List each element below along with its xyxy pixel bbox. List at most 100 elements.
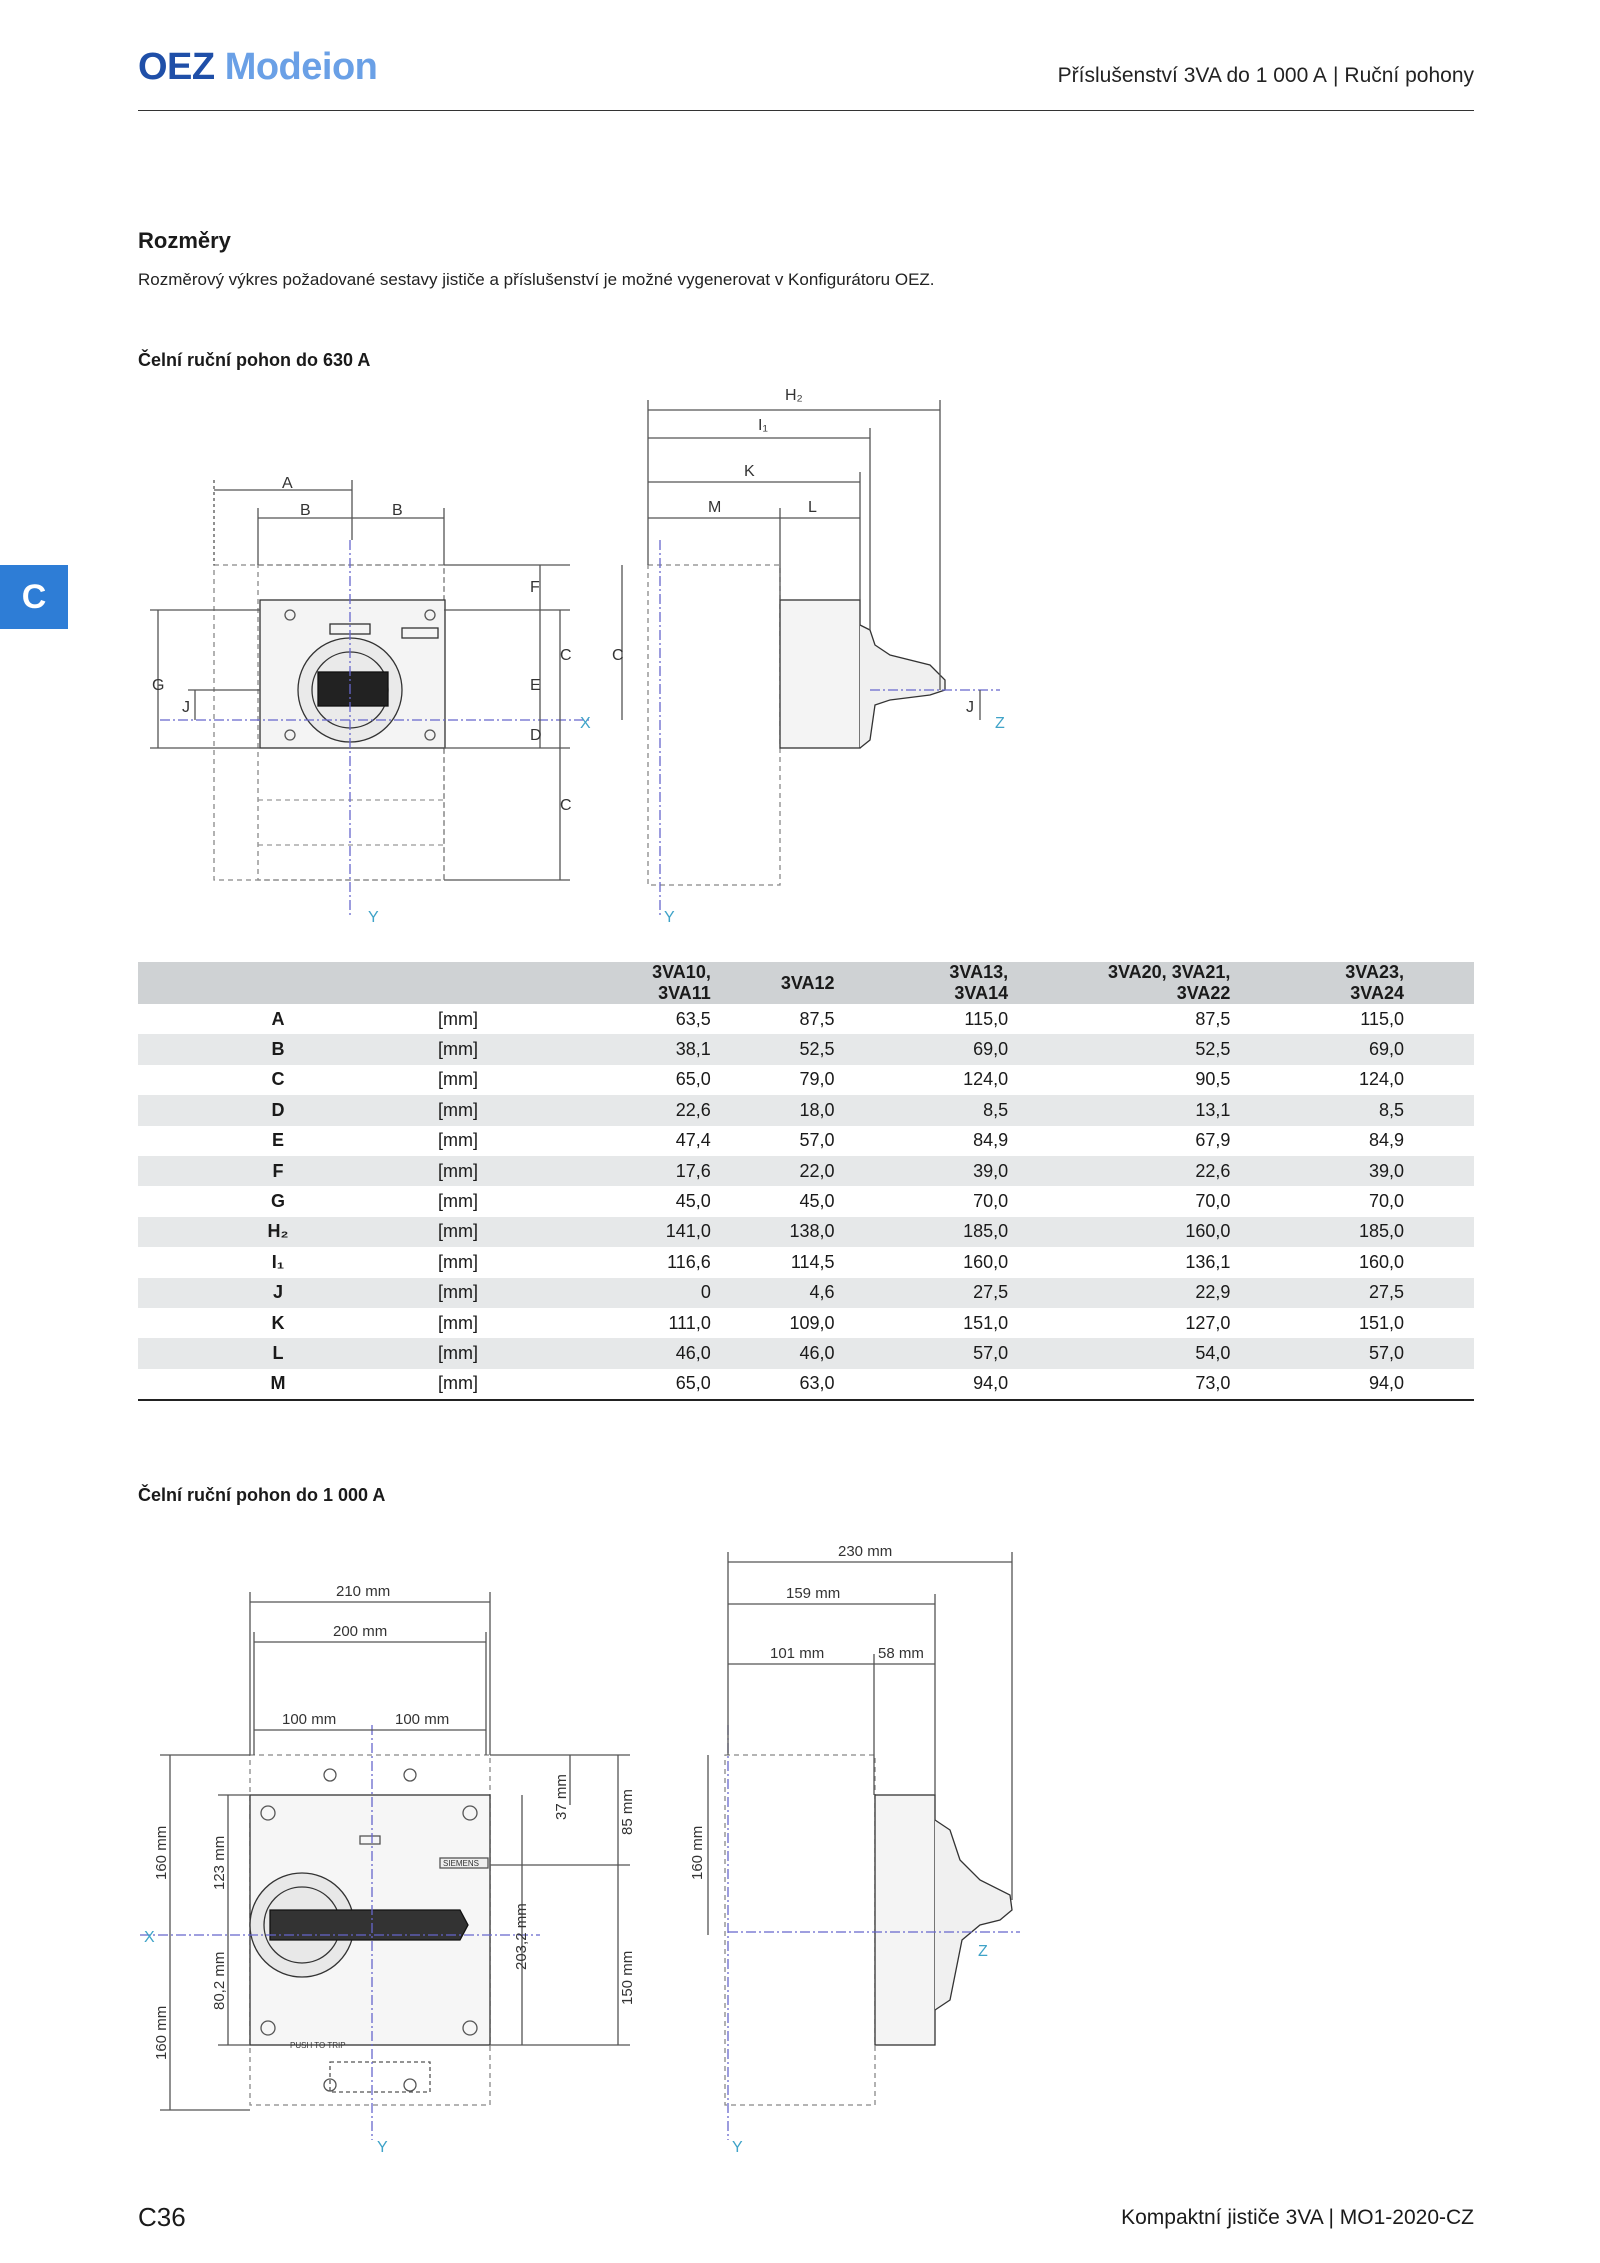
dim-80-2: 80,2 mm	[211, 1952, 228, 2010]
row-value: 160,0	[963, 1251, 1009, 1272]
row-key: K	[271, 1312, 285, 1333]
row-key: J	[138, 1277, 418, 1308]
row-value: 70,0	[973, 1191, 1009, 1212]
row-value: 185,0	[904, 1216, 1079, 1248]
row-value: 13,1	[1078, 1095, 1301, 1126]
row-value: 22,0	[780, 1155, 905, 1187]
row-value: 124,0	[1358, 1069, 1404, 1090]
page-number: C36	[138, 2202, 186, 2232]
row-value: 4,6	[780, 1277, 905, 1308]
dim-123: 123 mm	[211, 1836, 228, 1890]
axis-Y-side-2: Y	[732, 2139, 743, 2156]
row-value: 141,0	[608, 1216, 781, 1248]
header-sub: Ruční pohony	[1344, 64, 1474, 87]
dim-M: M	[708, 499, 721, 516]
row-value: 18,0	[780, 1095, 905, 1126]
row-value: 22,6	[1078, 1155, 1301, 1187]
row-value: 57,0	[799, 1130, 835, 1151]
row-value: 63,0	[780, 1368, 905, 1402]
row-value: 45,0	[675, 1191, 711, 1212]
dim-101: 101 mm	[770, 1645, 824, 1662]
row-value: 116,6	[667, 1251, 711, 1272]
dimensions-table: 3VA10, 3VA11 3VA12 3VA13, 3VA14 3VA20, 3…	[138, 962, 1474, 1402]
axis-Y-front-2: Y	[377, 2139, 388, 2156]
logo: OEZ Modeion	[138, 46, 378, 89]
row-value: 136,1	[1185, 1251, 1231, 1272]
dim-J: J	[182, 699, 190, 716]
row-unit: [mm]	[418, 1216, 608, 1248]
row-value: 87,5	[799, 1008, 835, 1029]
row-unit: [mm]	[418, 1277, 608, 1308]
row-value: 39,0	[904, 1155, 1079, 1187]
dim-D: D	[530, 727, 542, 744]
row-value: 114,5	[790, 1251, 835, 1272]
row-value: 84,9	[1368, 1130, 1404, 1151]
row-value: 57,0	[904, 1338, 1079, 1369]
dim-J-side: J	[966, 699, 974, 716]
axis-Z-2: Z	[978, 1943, 988, 1960]
row-key: G	[270, 1191, 285, 1212]
header-rule	[138, 110, 1474, 111]
row-value: 45,0	[799, 1191, 835, 1212]
row-value: 22,9	[1078, 1277, 1301, 1308]
axis-Y-side: Y	[664, 909, 675, 926]
dim-37: 37 mm	[553, 1774, 570, 1820]
row-unit: [mm]	[418, 1368, 608, 1402]
row-unit: [mm]	[438, 1130, 478, 1151]
row-value: 109,0	[789, 1312, 835, 1333]
row-unit: [mm]	[438, 1008, 478, 1029]
header-separator: |	[1332, 64, 1339, 87]
row-key: D	[138, 1095, 418, 1126]
row-value: 65,0	[675, 1069, 711, 1090]
row-value: 115,0	[1360, 1008, 1404, 1029]
row-value: 69,0	[904, 1034, 1079, 1065]
section-intro: Rozměrový výkres požadované sestavy jist…	[138, 270, 935, 289]
dim-K: K	[744, 463, 755, 480]
row-value: 63,5	[675, 1008, 711, 1029]
table-header-row: 3VA10, 3VA11 3VA12 3VA13, 3VA14 3VA20, 3…	[138, 962, 1474, 1004]
dim-C-upper: C	[560, 647, 572, 664]
dim-B-left: B	[300, 502, 311, 519]
row-value: 87,5	[1195, 1008, 1231, 1029]
row-key: B	[138, 1034, 418, 1065]
row-value: 151,0	[963, 1312, 1009, 1333]
dim-160-lower: 160 mm	[153, 2006, 170, 2060]
row-unit: [mm]	[418, 1034, 608, 1065]
dim-G: G	[152, 677, 164, 694]
row-unit: [mm]	[438, 1312, 478, 1333]
row-key: E	[271, 1130, 284, 1151]
row-value: 160,0	[1358, 1251, 1404, 1272]
dim-C-side: C	[612, 647, 624, 664]
dim-85: 85 mm	[619, 1789, 636, 1835]
row-key: C	[271, 1069, 285, 1090]
chapter-tab: C	[0, 565, 68, 629]
row-value: 79,0	[799, 1069, 835, 1090]
row-value: 185,0	[1300, 1216, 1474, 1248]
row-value: 52,5	[780, 1034, 905, 1065]
row-value: 0	[608, 1277, 781, 1308]
dim-B-right: B	[392, 502, 403, 519]
col-3va13-14: 3VA13, 3VA14	[904, 962, 1079, 1004]
row-value: 127,0	[1185, 1312, 1231, 1333]
brand-label: SIEMENS	[443, 1859, 479, 1868]
footer-doc: Kompaktní jističe 3VA | MO1-2020-CZ	[1121, 2206, 1474, 2230]
row-value: 46,0	[780, 1338, 905, 1369]
row-key: A	[271, 1008, 285, 1029]
row-value: 111,0	[668, 1312, 711, 1333]
footer-separator: |	[1328, 2206, 1334, 2229]
dim-I1: I₁	[758, 417, 768, 434]
dim-159: 159 mm	[786, 1585, 840, 1602]
dim-150: 150 mm	[619, 1951, 636, 2005]
dim-58: 58 mm	[878, 1645, 924, 1662]
row-value: 65,0	[608, 1368, 781, 1402]
dim-F: F	[530, 579, 540, 596]
axis-X-2: X	[144, 1929, 155, 1946]
